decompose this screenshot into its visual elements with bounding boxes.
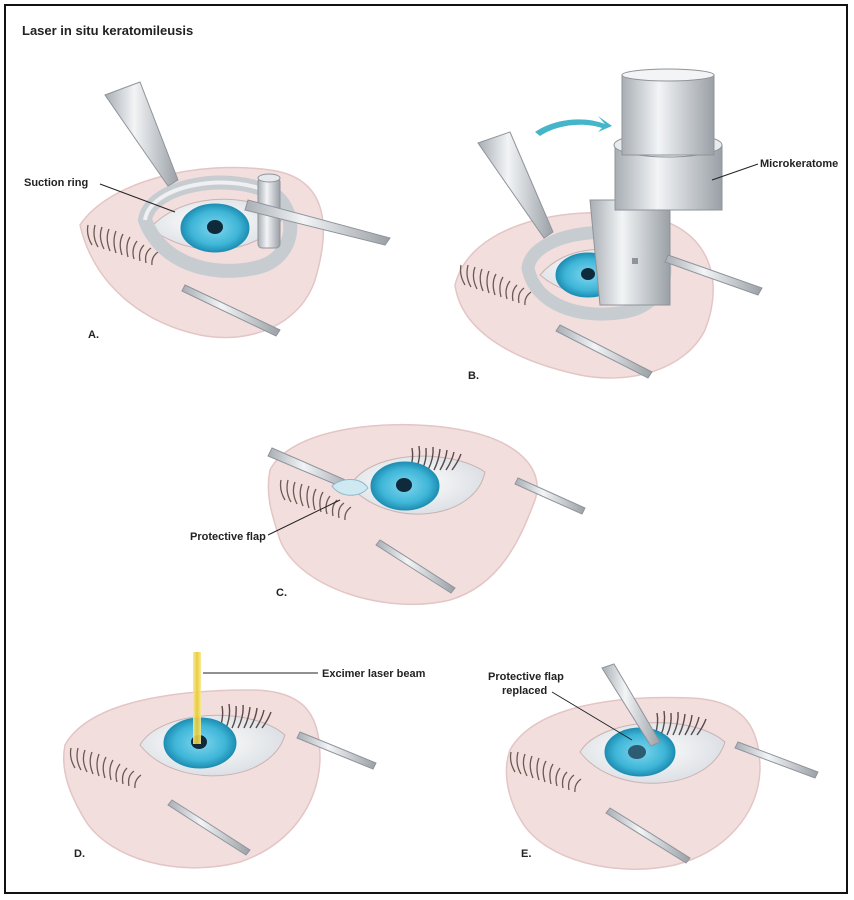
- microkeratome-head: [589, 199, 671, 306]
- panel-c: Protective flap C.: [190, 423, 586, 606]
- speculum-e-right: [734, 741, 819, 779]
- skin-e: [505, 696, 761, 870]
- figure-title: Laser in situ keratomileusis: [22, 23, 193, 38]
- skin-c: [267, 423, 538, 606]
- speculum-d-left: [167, 799, 251, 856]
- speculum-b: [555, 324, 653, 379]
- panel-d: Excimer laser beam D.: [62, 652, 426, 869]
- panel-a: Suction ring A.: [24, 81, 391, 341]
- step-c: C.: [276, 587, 287, 599]
- panel-b: Microkeratome B.: [454, 68, 838, 382]
- pupil-a: [207, 220, 223, 234]
- rotation-arrow: [535, 116, 612, 136]
- label-microkeratome: Microkeratome: [760, 158, 838, 170]
- step-a: A.: [88, 329, 99, 341]
- pupil-b: [581, 268, 595, 280]
- step-d: D.: [74, 848, 85, 860]
- pupil-e: [628, 745, 646, 759]
- spatula-e: [601, 663, 661, 747]
- ring-handle: [244, 199, 391, 246]
- label-suction-ring: Suction ring: [24, 177, 88, 189]
- speculum-c-left: [375, 539, 456, 594]
- step-e: E.: [521, 848, 531, 860]
- speculum-d-right: [296, 731, 377, 770]
- probe-a: [104, 81, 179, 187]
- panel-e: Protective flap replaced E.: [488, 663, 819, 870]
- speculum-c-right: [514, 477, 586, 515]
- label-protective-flap-replaced-2: replaced: [502, 685, 547, 697]
- label-excimer-laser-beam: Excimer laser beam: [322, 668, 426, 680]
- pupil-c: [396, 478, 412, 492]
- callout-line-e: [551, 691, 633, 741]
- callout-line-a: [99, 183, 176, 213]
- microkeratome-motor: [621, 74, 715, 156]
- speculum-a: [181, 284, 281, 337]
- label-protective-flap: Protective flap: [190, 531, 266, 543]
- label-protective-flap-replaced-1: Protective flap: [488, 671, 564, 683]
- step-b: B.: [468, 370, 479, 382]
- probe-b: [477, 131, 554, 239]
- handle-b: [664, 254, 763, 296]
- callout-line-c: [267, 499, 341, 536]
- callout-line-b: [711, 163, 759, 181]
- skin-d: [62, 689, 321, 869]
- excimer-laser-beam: [193, 652, 201, 744]
- protective-flap-c: [331, 479, 369, 496]
- speculum-e-left: [605, 807, 691, 864]
